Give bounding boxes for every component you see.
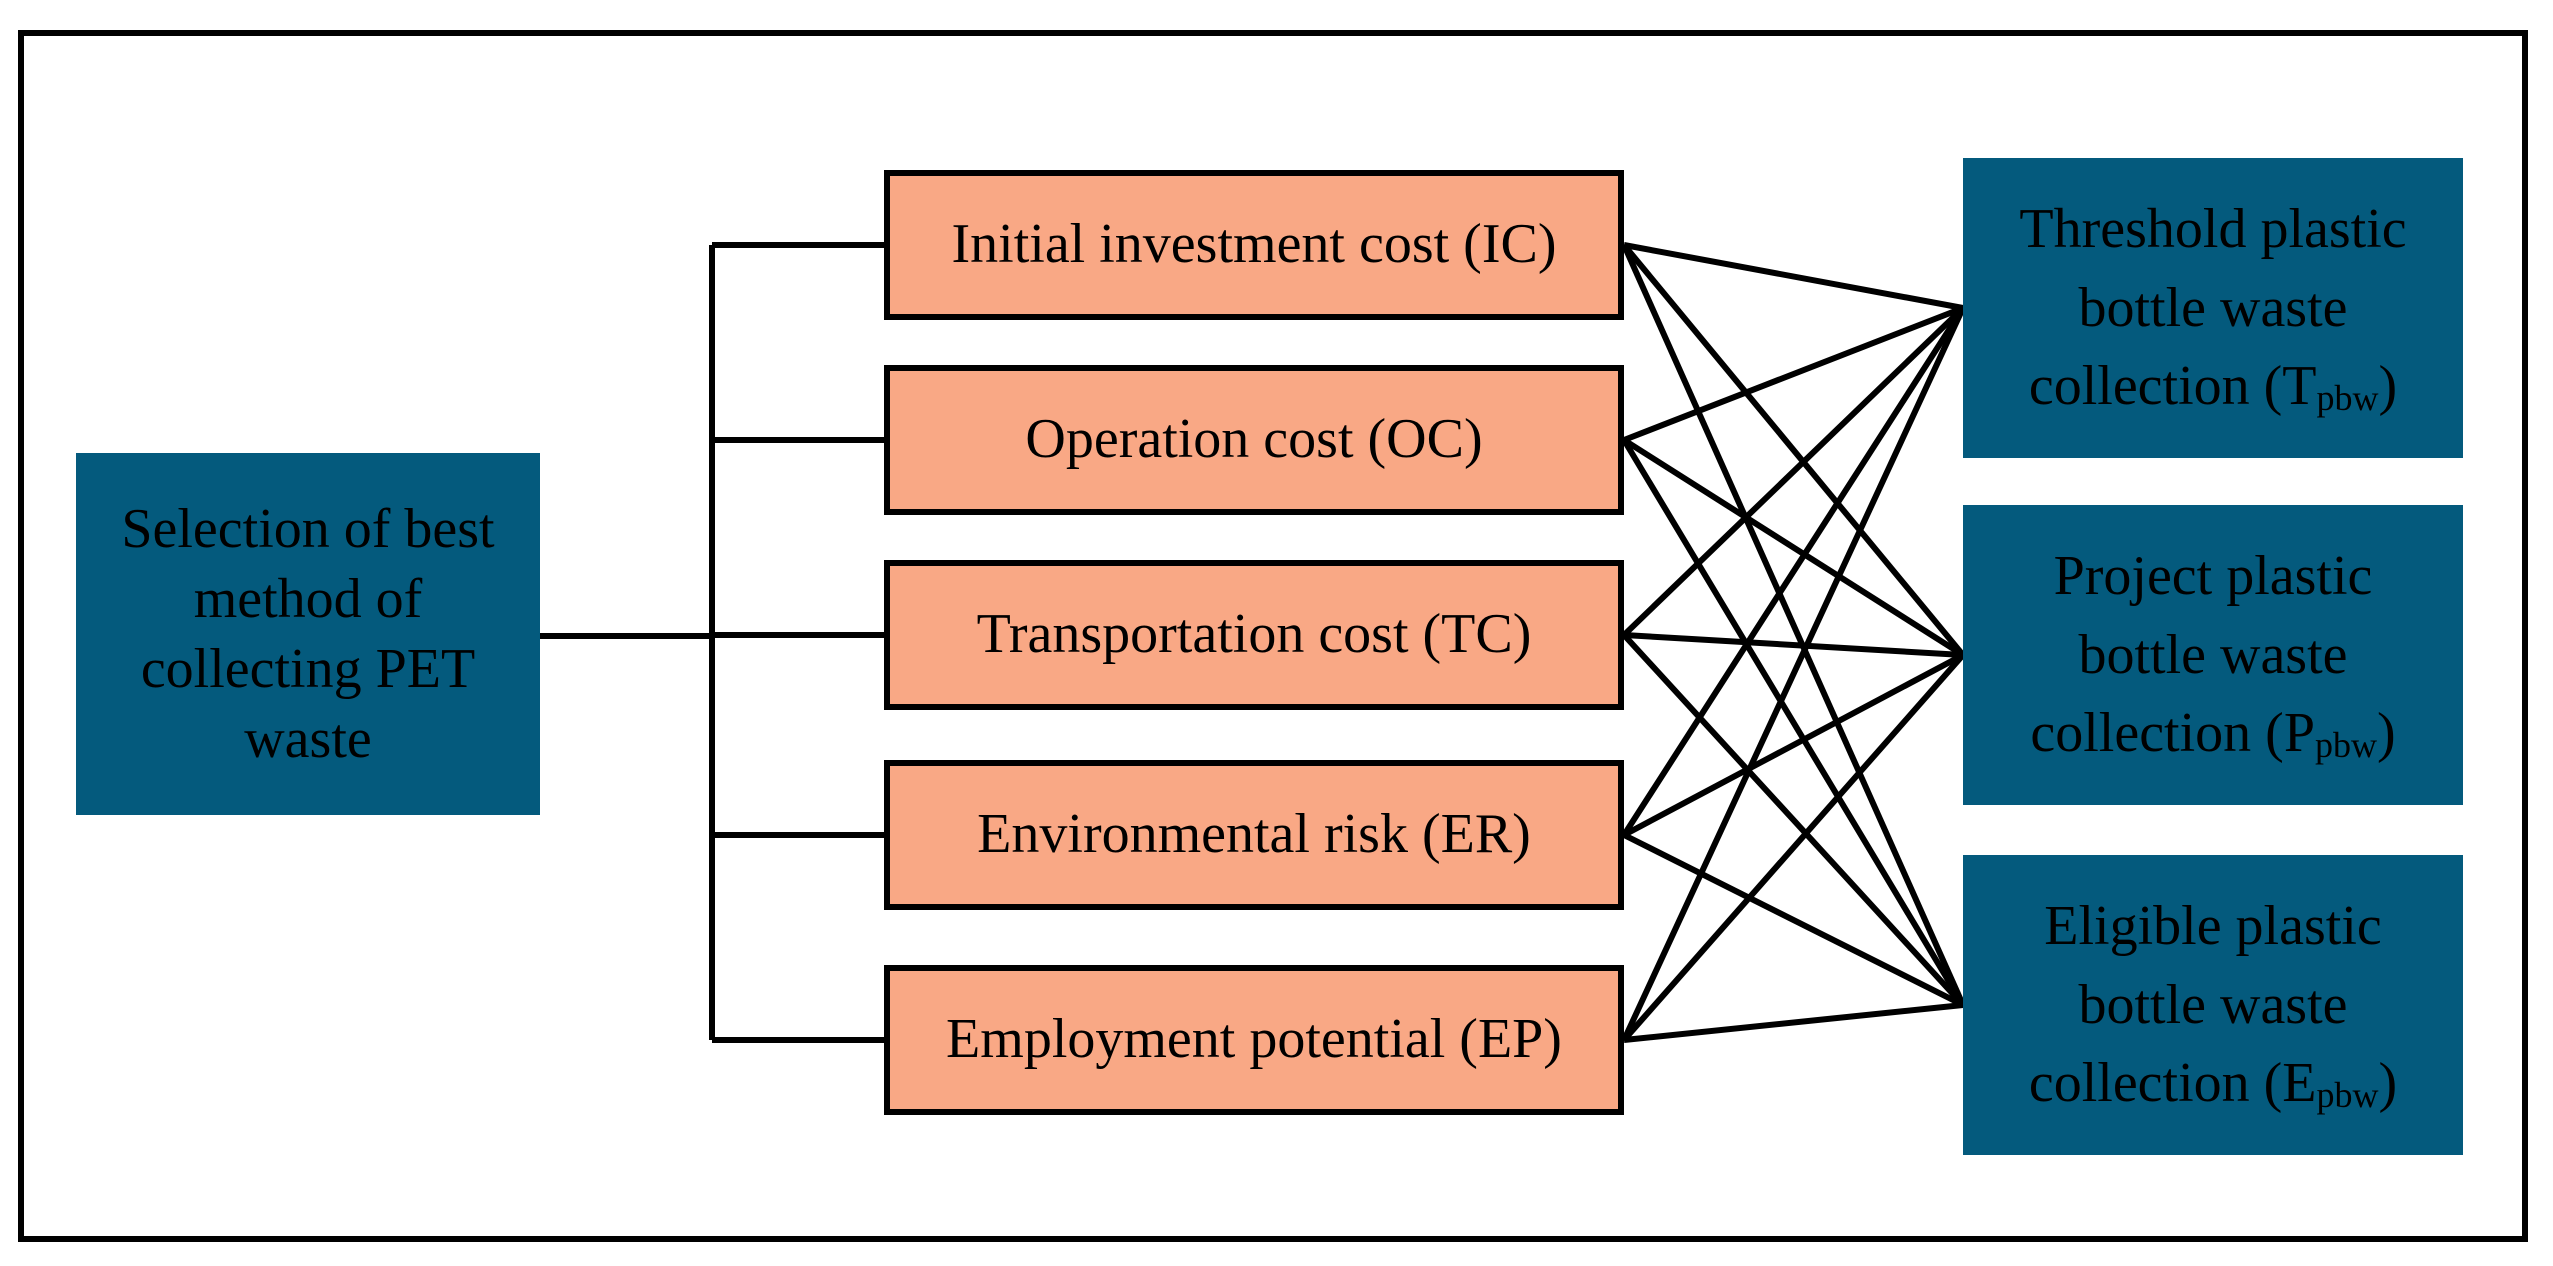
alternative-label: Project plastic bottle waste collection … xyxy=(2030,545,2373,765)
alternative-label: Threshold plastic bottle waste collectio… xyxy=(2019,198,2407,418)
criterion-label: Initial investment cost (IC) xyxy=(951,213,1557,276)
cross-link-3-0 xyxy=(1621,306,1966,837)
cross-link-1-0 xyxy=(1622,305,1965,443)
cross-link-2-1 xyxy=(1623,632,1964,658)
alternative-subscript: pbw xyxy=(2316,378,2379,419)
cross-link-1-1 xyxy=(1622,437,1965,658)
alternative-suffix: ) xyxy=(2376,702,2396,765)
diagram-frame xyxy=(18,30,2528,1242)
alternative-suffix: ) xyxy=(2378,1052,2398,1115)
alternative-threshold-collection: Threshold plastic bottle waste collectio… xyxy=(1963,158,2463,458)
criterion-transportation-cost: Transportation cost (TC) xyxy=(884,560,1624,710)
cross-link-4-0 xyxy=(1621,306,1966,1042)
cross-link-2-2 xyxy=(1621,632,1966,1008)
alternative-label: Eligible plastic bottle waste collection… xyxy=(2028,895,2382,1115)
criterion-employment-potential: Employment potential (EP) xyxy=(884,965,1624,1115)
criterion-initial-investment-cost: Initial investment cost (IC) xyxy=(884,170,1624,320)
cross-link-4-2 xyxy=(1623,1002,1964,1043)
criterion-label: Employment potential (EP) xyxy=(946,1008,1562,1071)
cross-link-2-0 xyxy=(1621,305,1966,638)
cross-link-0-1 xyxy=(1621,243,1966,657)
goal-box: Selection of best method of collecting P… xyxy=(76,453,540,815)
criterion-label: Operation cost (OC) xyxy=(1025,408,1483,471)
alternative-subscript: pbw xyxy=(2314,725,2377,766)
cross-link-0-0 xyxy=(1623,242,1964,311)
cross-link-1-2 xyxy=(1621,438,1966,1007)
alternative-subscript: pbw xyxy=(2316,1075,2379,1116)
criterion-operation-cost: Operation cost (OC) xyxy=(884,365,1624,515)
cross-link-3-1 xyxy=(1622,652,1965,838)
alternative-suffix: ) xyxy=(2378,355,2398,418)
criterion-environmental-risk: Environmental risk (ER) xyxy=(884,760,1624,910)
criterion-label: Transportation cost (TC) xyxy=(976,603,1532,666)
alternative-project-collection: Project plastic bottle waste collection … xyxy=(1963,505,2463,805)
cross-link-3-2 xyxy=(1622,832,1965,1008)
criterion-label: Environmental risk (ER) xyxy=(977,803,1531,866)
alternative-eligible-collection: Eligible plastic bottle waste collection… xyxy=(1963,855,2463,1155)
cross-link-4-1 xyxy=(1621,653,1966,1042)
goal-label: Selection of best method of collecting P… xyxy=(121,498,495,770)
cross-link-0-2 xyxy=(1621,243,1966,1007)
